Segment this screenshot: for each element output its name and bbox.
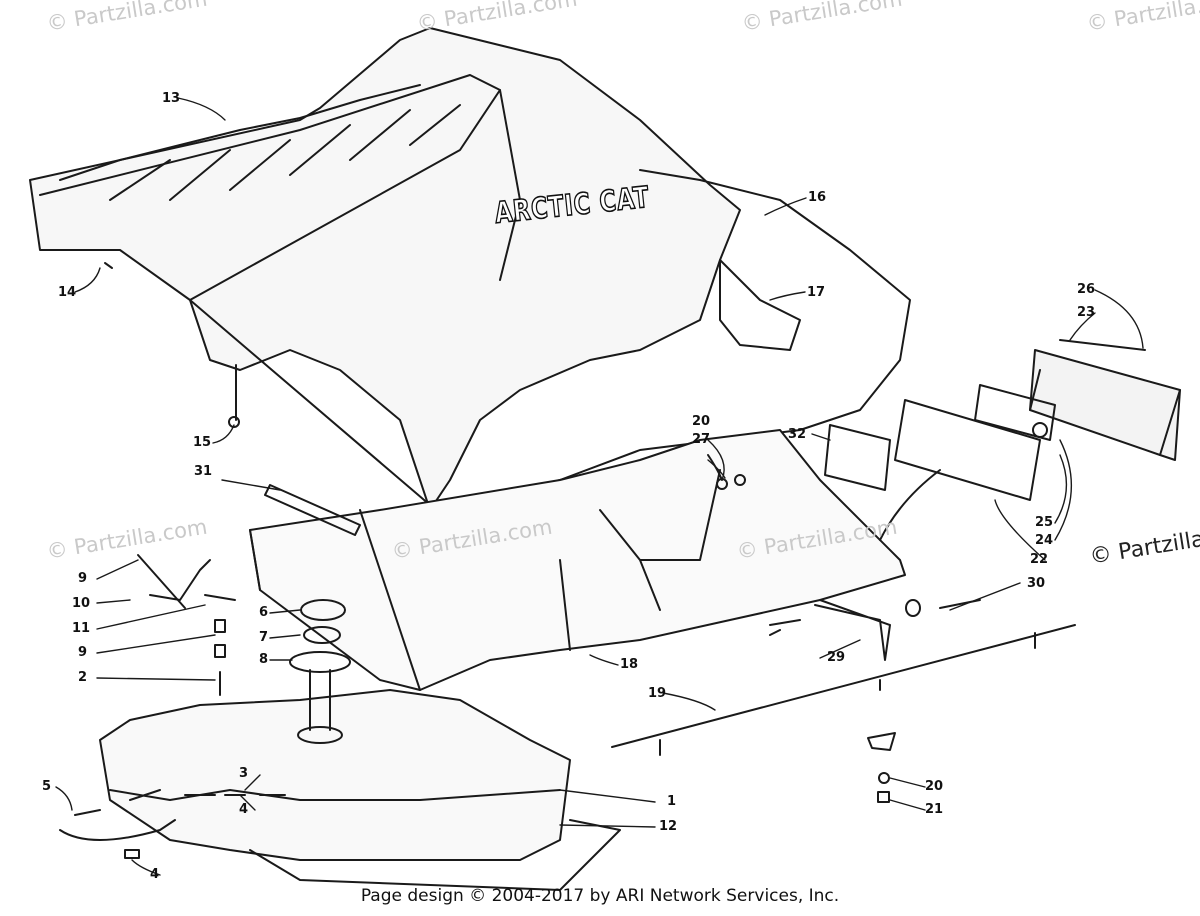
fuel-tank bbox=[99, 689, 621, 891]
part-number-26: 26 bbox=[1077, 282, 1096, 297]
mount-bracket bbox=[769, 599, 981, 661]
part-number-10: 10 bbox=[72, 596, 91, 611]
fuel-line-parts bbox=[137, 554, 236, 696]
part-number-4: 4 bbox=[239, 802, 249, 817]
part-number-13: 13 bbox=[162, 91, 181, 106]
part-number-14: 14 bbox=[58, 285, 77, 300]
part-number-25: 25 bbox=[1035, 515, 1054, 530]
part-number-11: 11 bbox=[72, 621, 91, 636]
part-number-1: 1 bbox=[667, 794, 677, 809]
part-number-21: 21 bbox=[925, 802, 944, 817]
taillight-assembly bbox=[824, 339, 1181, 541]
tie-rod bbox=[611, 624, 1076, 803]
part-number-32: 32 bbox=[788, 427, 807, 442]
hood-panel bbox=[489, 169, 911, 501]
part-number-23: 23 bbox=[1077, 305, 1096, 320]
page-footer: Page design © 2004-2017 by ARI Network S… bbox=[360, 886, 840, 906]
part-number-17: 17 bbox=[807, 285, 826, 300]
trim-strip bbox=[264, 484, 361, 536]
part-number-29: 29 bbox=[827, 650, 846, 665]
part-number-9: 9 bbox=[78, 571, 88, 586]
part-number-4b: 4 bbox=[150, 867, 160, 882]
part-number-24: 24 bbox=[1035, 533, 1054, 548]
part-number-20: 20 bbox=[692, 414, 711, 429]
part-number-30: 30 bbox=[1027, 576, 1046, 591]
fuel-fittings bbox=[59, 789, 286, 859]
part-number-7: 7 bbox=[259, 630, 269, 645]
part-number-12: 12 bbox=[659, 819, 678, 834]
part-number-19: 19 bbox=[648, 686, 667, 701]
part-number-5: 5 bbox=[42, 779, 52, 794]
part-number-20b: 20 bbox=[925, 779, 944, 794]
part-number-8: 8 bbox=[259, 652, 269, 667]
part-number-16: 16 bbox=[808, 190, 827, 205]
part-number-2: 2 bbox=[78, 670, 88, 685]
part-number-22: 22 bbox=[1030, 552, 1049, 567]
part-number-6: 6 bbox=[259, 605, 269, 620]
part-number-31: 31 bbox=[194, 464, 213, 479]
seat-cushion bbox=[29, 27, 741, 511]
part-number-15: 15 bbox=[193, 435, 212, 450]
fuel-cap-assembly bbox=[289, 599, 351, 744]
latch-bumper bbox=[104, 262, 240, 428]
part-number-27: 27 bbox=[692, 432, 711, 447]
part-number-9b: 9 bbox=[78, 645, 88, 660]
part-number-18: 18 bbox=[620, 657, 639, 672]
body-tub bbox=[249, 429, 906, 691]
part-number-3: 3 bbox=[239, 766, 249, 781]
leader-lines bbox=[55, 97, 1144, 876]
